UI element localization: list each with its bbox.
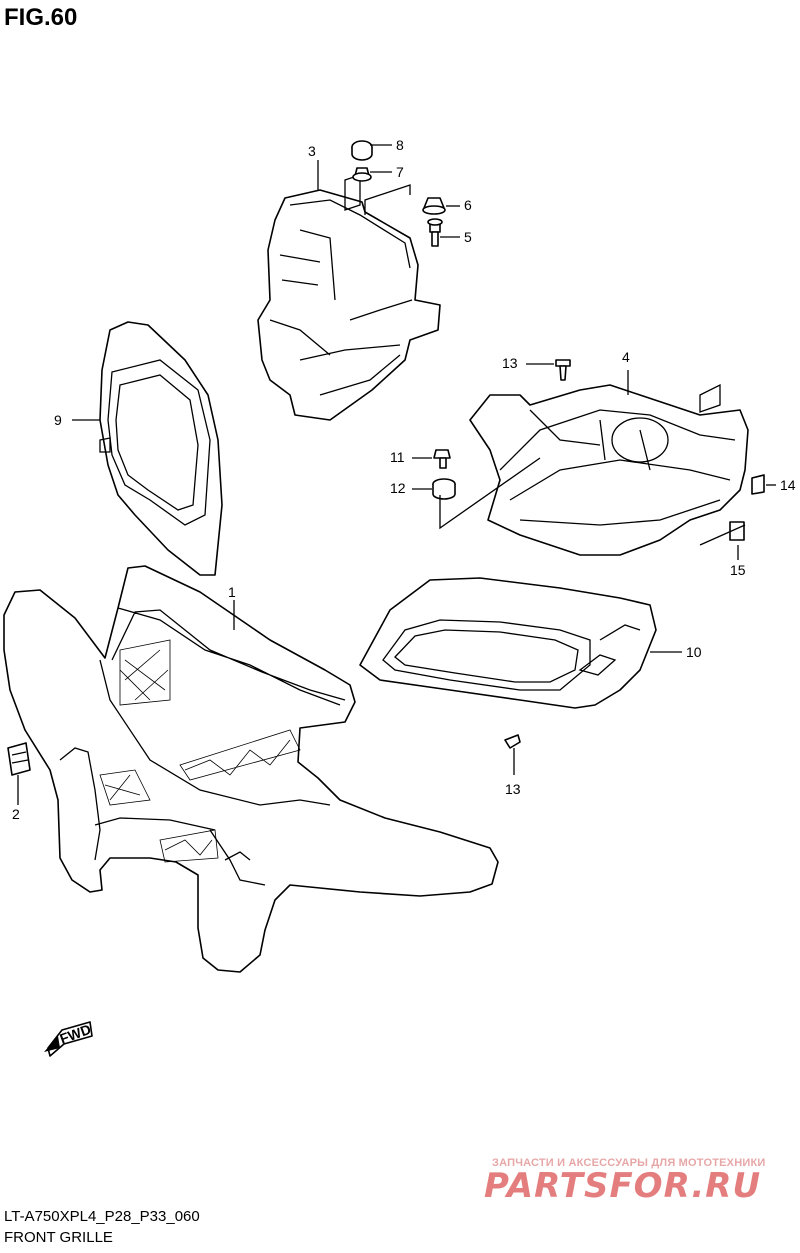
- watermark-tagline: ЗАПЧАСТИ И АКСЕССУАРЫ ДЛЯ МОТОТЕХНИКИ: [492, 1157, 766, 1169]
- callout-5: 5: [464, 229, 472, 245]
- callout-14: 14: [780, 477, 796, 493]
- part-4-tray: [469, 383, 749, 556]
- callout-9: 9: [54, 412, 62, 428]
- callout-15: 15: [730, 562, 746, 578]
- callout-13-upper: 13: [502, 355, 518, 371]
- watermark-logo: PARTSFOR.RU: [484, 1166, 762, 1206]
- part-2-clip: [7, 742, 31, 776]
- fwd-label: FWD: [58, 1021, 93, 1047]
- figure-title: FIG.60: [4, 4, 78, 31]
- callout-10: 10: [686, 644, 702, 660]
- callout-7: 7: [396, 164, 404, 180]
- fwd-arrow: FWD: [44, 1021, 93, 1057]
- callout-13-lower: 13: [505, 781, 521, 797]
- part-3-bracket: [257, 174, 441, 421]
- callout-11: 11: [390, 449, 405, 465]
- leader-lines: [17, 144, 776, 805]
- part-10-side-panel: [359, 577, 657, 709]
- callout-3: 3: [308, 143, 316, 159]
- callout-8: 8: [396, 137, 404, 153]
- part-9-bezel: [99, 321, 223, 576]
- callout-4: 4: [622, 349, 630, 365]
- part-1-front-grille: [3, 565, 499, 973]
- callout-12: 12: [390, 480, 406, 496]
- callout-2: 2: [12, 806, 20, 822]
- figure-code: LT-A750XPL4_P28_P33_060: [4, 1208, 200, 1225]
- figure-name: FRONT GRILLE: [4, 1229, 113, 1246]
- fasteners-5-6-7-8: [351, 140, 446, 247]
- callout-labels: 1 2 3 4 5 6 7 8 9 10 11 12 13 13 14 15: [12, 137, 796, 822]
- callout-6: 6: [464, 197, 472, 213]
- callout-1: 1: [228, 584, 236, 600]
